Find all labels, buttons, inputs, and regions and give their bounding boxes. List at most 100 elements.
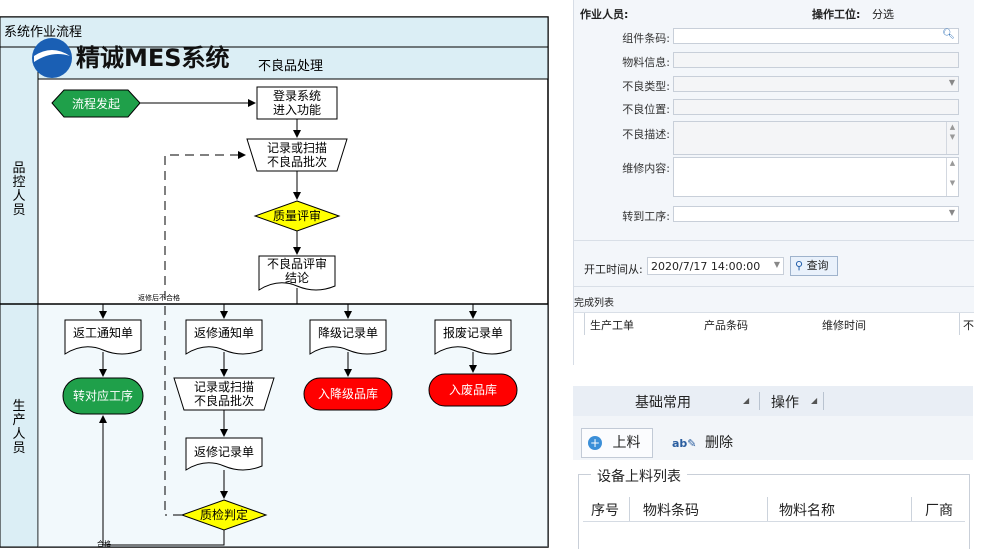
repair-content-textarea[interactable]: ▲▼ — [673, 157, 959, 197]
logo-swoosh-icon — [34, 50, 70, 62]
flowchart-svg: 系统作业流程 不良品处理 精诚MES系统 品 控 人 员 生 产 人 员 流程发… — [0, 16, 549, 548]
node-repair-record — [185, 437, 263, 471]
eraser-icon: ab✎ — [672, 437, 697, 450]
defect-form-panel: 作业人员: 操作工位: 分选 组件条码: 🔍︎ 物料信息: 不良类型: ▼ 不良… — [573, 0, 974, 365]
magnifier-icon: ⚲ — [795, 259, 804, 272]
chevron-down-icon[interactable]: ▼ — [773, 260, 780, 269]
subtitle-bar — [37, 46, 549, 80]
node-in-downgrade — [303, 377, 393, 411]
load-button[interactable]: + 上料 — [581, 428, 653, 458]
node-qc-judge-label: 质检判定 — [200, 507, 248, 522]
node-to-process — [62, 377, 144, 415]
node-rework-notice-label: 返工通知单 — [73, 326, 133, 340]
tab-sep — [823, 392, 824, 410]
node-rework-notice — [64, 319, 142, 355]
edge-rework-fail-label: 返修后不合格 — [138, 293, 180, 302]
lane-label-prod: 生 产 人 员 — [12, 399, 25, 456]
defect-position-field[interactable] — [673, 99, 959, 115]
station-label: 操作工位: — [812, 8, 861, 21]
scrollbar[interactable]: ▲▼ — [946, 122, 958, 154]
defect-position-label: 不良位置: — [622, 103, 670, 116]
delete-button[interactable]: ab✎ 删除 — [665, 428, 741, 458]
flow-title: 系统作业流程 — [4, 25, 82, 40]
node-conclusion — [258, 255, 336, 291]
start-time-value: 2020/7/17 14:00:00 — [651, 260, 761, 273]
tab-operation[interactable]: 操作 — [771, 395, 799, 411]
col-vendor[interactable]: 厂商 — [925, 503, 953, 519]
tab-basic-collapse-icon[interactable]: ◢ — [743, 396, 750, 405]
divider — [574, 240, 974, 241]
node-conclusion-l1: 不良品评审 — [267, 256, 327, 271]
node-login — [256, 86, 338, 120]
node-in-scrap — [428, 373, 518, 407]
col-work-order[interactable]: 生产工单 — [590, 319, 634, 332]
node-scrap-notice-label: 报废记录单 — [443, 325, 503, 340]
start-time-picker[interactable]: 2020/7/17 14:00:00 ▼ — [647, 257, 784, 275]
done-list-label: 完成列表 — [574, 298, 614, 309]
node-scrap-notice — [434, 319, 512, 355]
done-list-header: 生产工单 产品条码 维修时间 不 — [574, 312, 974, 336]
start-time-label: 开工时间从: — [584, 263, 643, 276]
lane-prod-c1: 产 — [12, 413, 25, 428]
station-value: 分选 — [872, 8, 894, 21]
tab-operation-collapse-icon[interactable]: ◢ — [811, 396, 818, 405]
equipment-load-group: 设备上料列表 序号 物料条码 物料名称 厂商 — [578, 466, 970, 549]
col-sep — [767, 497, 768, 521]
defect-type-label: 不良类型: — [622, 80, 670, 93]
col-seq[interactable]: 序号 — [591, 503, 619, 519]
defect-type-select[interactable]: ▼ — [673, 76, 959, 92]
ribbon-toolbar: + 上料 ab✎ 删除 — [573, 416, 973, 460]
lane-qc-c3: 员 — [12, 203, 25, 218]
node-record2 — [173, 377, 275, 411]
query-button-label: 查询 — [806, 259, 829, 272]
node-repair-notice — [185, 319, 263, 355]
logo-text: 精诚MES系统 — [76, 44, 230, 72]
col-material-barcode[interactable]: 物料条码 — [643, 503, 699, 519]
node-login-l2: 进入功能 — [273, 103, 321, 117]
material-info-field — [673, 52, 959, 68]
node-review-label: 质量评审 — [273, 208, 321, 223]
edge-judge-pass — [99, 415, 225, 546]
flow-subtitle: 不良品处理 — [258, 58, 323, 74]
done-list-body[interactable] — [574, 335, 974, 365]
lane-qc-c2: 人 — [12, 189, 25, 204]
load-button-label: 上料 — [612, 435, 641, 451]
lane-label-column — [0, 46, 39, 548]
chevron-down-icon[interactable]: ▼ — [948, 208, 955, 217]
repair-content-label: 维修内容: — [622, 162, 670, 175]
material-load-panel: 基础常用 ◢ 操作 ◢ + 上料 ab✎ 删除 设备上料列表 序号 物料条码 物… — [573, 386, 973, 549]
operator-label: 作业人员: — [580, 8, 629, 21]
col-sep — [911, 497, 912, 521]
col-repair-time[interactable]: 维修时间 — [822, 319, 866, 332]
col-product-barcode[interactable]: 产品条码 — [704, 319, 748, 332]
lane-prod-c2: 人 — [12, 427, 25, 442]
lane-prod-c0: 生 — [12, 399, 25, 414]
logo: 精诚MES系统 — [32, 38, 230, 78]
query-button[interactable]: ⚲ 查询 — [790, 256, 838, 276]
tab-sep — [759, 392, 760, 410]
group-title: 设备上料列表 — [591, 466, 687, 486]
node-in-downgrade-label: 入降级品库 — [318, 386, 378, 401]
col-material-name[interactable]: 物料名称 — [779, 503, 835, 519]
node-downgrade-notice — [309, 319, 387, 355]
barcode-input[interactable]: 🔍︎ — [673, 28, 959, 44]
col-truncated[interactable]: 不 — [963, 319, 974, 332]
next-process-select[interactable]: ▼ — [673, 206, 959, 222]
chevron-down-icon[interactable]: ▼ — [948, 78, 955, 87]
defect-desc-label: 不良描述: — [622, 128, 670, 141]
scrollbar[interactable]: ▲▼ — [946, 158, 958, 196]
search-icon[interactable]: 🔍︎ — [942, 29, 955, 40]
flowchart: 系统作业流程 不良品处理 精诚MES系统 品 控 人 员 生 产 人 员 流程发… — [0, 16, 549, 548]
edge-pass-label: 合格 — [97, 539, 111, 548]
edge-rework-fail-dashed — [164, 151, 246, 510]
plus-circle-icon: + — [588, 436, 602, 450]
node-login-l1: 登录系统 — [273, 88, 321, 103]
defect-desc-textarea[interactable]: ▲▼ — [673, 121, 959, 155]
material-info-label: 物料信息: — [622, 56, 670, 69]
tab-basic[interactable]: 基础常用 — [635, 395, 691, 411]
node-record1-l1: 记录或扫描 — [267, 141, 327, 155]
node-record1-l2: 不良品批次 — [267, 154, 327, 169]
load-list-header: 序号 物料条码 物料名称 厂商 — [583, 497, 965, 522]
node-repair-record-label: 返修记录单 — [194, 444, 254, 459]
lane-qc-c0: 品 — [12, 161, 25, 176]
